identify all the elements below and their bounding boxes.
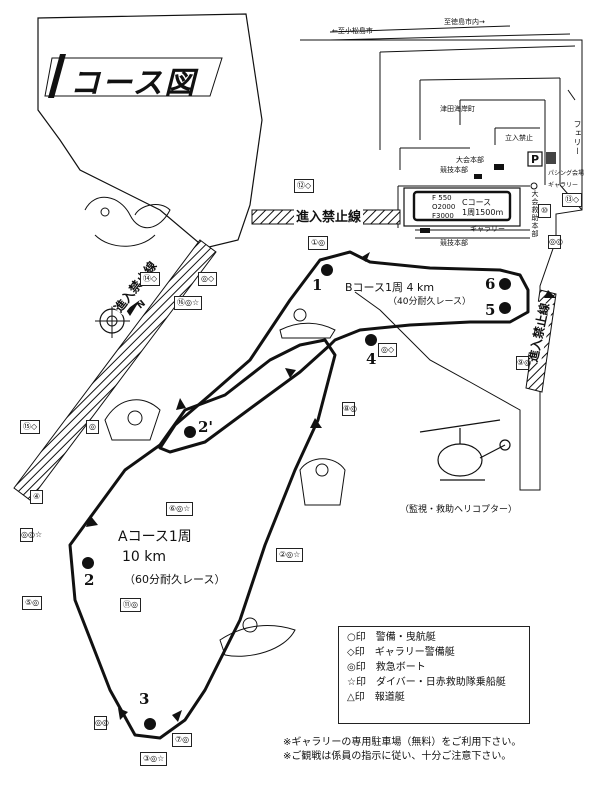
station-6: ⑥◎☆ — [166, 502, 194, 516]
buoy-5-label: 5 — [485, 301, 496, 319]
station-19: ◎◎ — [94, 716, 109, 730]
legend-item: ◎印 救急ボート — [347, 662, 426, 673]
c-course-lap: 1周1500m — [462, 208, 504, 217]
course-a-distance: 10 km — [122, 549, 167, 565]
course-b-note: （40分耐久レース） — [388, 297, 472, 307]
title-frame — [44, 57, 223, 97]
c-course-o: O2000 — [432, 203, 456, 211]
note-parking: ※ギャラリーの専用駐車場（無料）をご利用下さい。 — [283, 737, 522, 748]
buoy-1-label: 1 — [312, 276, 323, 294]
gallery-road-label: ギャラリー — [470, 225, 505, 233]
rescue-hq-label: 大会救助本部 — [531, 190, 539, 238]
legend-item: △印 報道艇 — [347, 692, 405, 703]
buoy-3-dot — [144, 718, 156, 730]
course-a-title: Aコース1周 — [118, 529, 192, 545]
arrow-a2 — [310, 418, 322, 428]
arrow-a3 — [86, 515, 98, 527]
no-entry-label: 立入禁止 — [505, 134, 533, 142]
wave-rider-drawing — [84, 196, 171, 247]
no-entry-left — [13, 239, 217, 501]
buoy-4-label: 4 — [366, 350, 377, 368]
station-2: ②◎☆ — [276, 548, 304, 562]
no-entry-top-label: 進入禁止線 — [294, 206, 364, 225]
station-3: ③◎☆ — [140, 752, 168, 766]
c-course-f: F 550 — [432, 194, 452, 202]
ferry-label: フェリー — [573, 120, 582, 156]
town-label: 津田海岸町 — [440, 105, 475, 113]
c-course-f2: F3000 — [432, 212, 454, 220]
road-left-label: ←至小松島市 — [332, 27, 373, 35]
station-4: ④ — [30, 490, 44, 504]
gallery-sub-label: ギャラリー — [548, 182, 579, 189]
station-18: ◎◎☆ — [20, 528, 42, 542]
legend-item: ◇印 ギャラリー警備艇 — [347, 647, 455, 658]
footer-notes: ※ギャラリーの専用駐車場（無料）をご利用下さい。 ※ご観戦は係員の指示に従い、十… — [283, 736, 521, 764]
station-5: ⑤◎ — [22, 596, 43, 610]
legend-item: ☆印 ダイバー・日赤救助隊乗船艇 — [347, 677, 506, 688]
arrow-a4 — [118, 708, 128, 720]
arrow-b1 — [360, 252, 370, 262]
buoy-2p-label: 2' — [198, 418, 214, 436]
hq-building — [494, 164, 504, 170]
station-15: ⑮◇ — [20, 420, 41, 434]
buoy-4-dot — [365, 334, 377, 346]
c-course-name: Cコース — [462, 198, 492, 207]
jetski-drawing-3 — [299, 458, 346, 506]
race-hq-label-2: 競技本部 — [440, 239, 468, 247]
buoy-2p-dot — [184, 426, 196, 438]
road-right-label: 至徳島市内→ — [444, 18, 485, 26]
legend-box: ○印 警備・曳航艇 ◇印 ギャラリー警備艇 ◎印 救急ボート ☆印 ダイバー・日… — [338, 626, 530, 724]
station-17: ◎◇ — [378, 343, 398, 357]
page-title: コース図 — [70, 66, 197, 101]
race-hq-building — [474, 174, 482, 179]
station-9: ⑨◎ — [516, 356, 531, 370]
buoy-5-dot — [499, 302, 511, 314]
parking-label: P — [531, 153, 540, 166]
station-8: ⑧◎ — [342, 402, 357, 416]
parking-sub-label: パシング会場 — [548, 170, 585, 177]
station-22: ◎◎ — [548, 235, 563, 249]
station-21: ◎◇ — [198, 272, 218, 286]
buoy-3-label: 3 — [139, 690, 150, 708]
hq-label: 大会本部 — [456, 156, 484, 164]
right-shore — [300, 39, 583, 491]
road-top — [329, 25, 511, 33]
station-10: ⑩ — [538, 204, 551, 218]
buoy-2-dot — [82, 557, 94, 569]
station-12: ⑫◇ — [294, 179, 315, 193]
course-b-path — [158, 250, 530, 454]
station-20: ◎ — [86, 420, 99, 434]
parking-box — [527, 151, 543, 167]
note-safety: ※ご観戦は係員の指示に従い、十分ご注意下さい。 — [283, 751, 512, 762]
helicopter-icon — [419, 419, 511, 481]
jetski-drawing-4 — [219, 617, 296, 657]
jetski-drawing-2 — [104, 399, 161, 441]
arrow-a1 — [285, 368, 296, 378]
station-11: ⑪◎ — [120, 598, 141, 612]
station-14: ⑭◇ — [140, 272, 161, 286]
jetski-drawing-1 — [279, 308, 336, 339]
arrow-b2 — [176, 398, 186, 410]
course-a-note: （60分耐久レース） — [124, 573, 226, 586]
buoy-2-label: 2 — [84, 571, 95, 589]
compass-icon — [95, 300, 140, 338]
helicopter-caption: （監視・救助ヘリコプター） — [400, 505, 518, 515]
buoy-1-dot — [321, 264, 333, 276]
arrow-b3 — [544, 290, 556, 298]
arrow-a5 — [172, 710, 182, 722]
coastline — [37, 13, 263, 249]
course-b-title: Bコース1周 4 km — [345, 281, 435, 294]
station-13: ⑬◇ — [562, 193, 583, 207]
buoy-6-label: 6 — [485, 275, 496, 293]
legend-item: ○印 警備・曳航艇 — [347, 632, 436, 643]
buoy-6-dot — [499, 278, 511, 290]
station-1: ①◎ — [308, 236, 329, 250]
station-7: ⑦◎ — [172, 733, 193, 747]
race-hq-label-1: 競技本部 — [440, 166, 468, 174]
station-16: ⑯◎☆ — [174, 296, 203, 310]
